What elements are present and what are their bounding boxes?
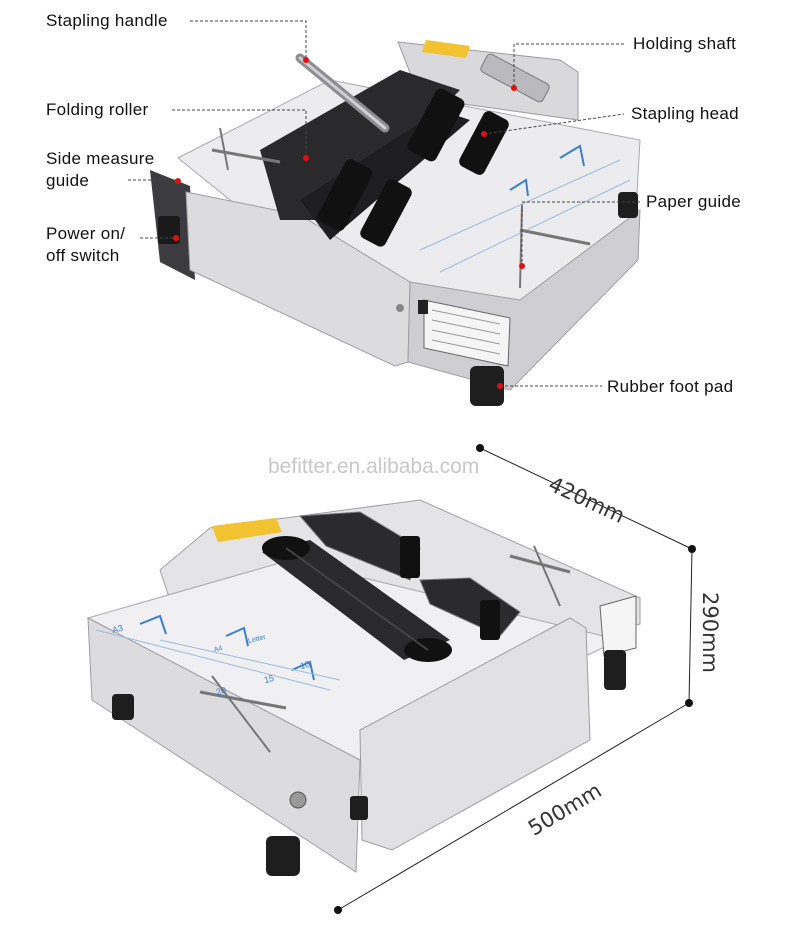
- bottom-machine: [86, 499, 641, 876]
- label-side-measure-guide-2: guide: [46, 171, 90, 190]
- dimension-height: 290mm: [698, 592, 722, 673]
- dimension-lines: [337, 447, 693, 911]
- label-power-switch-2: off switch: [46, 246, 120, 265]
- label-power-switch-1: Power on/: [46, 224, 126, 243]
- dimension-endpoints: [334, 444, 696, 914]
- label-paper-guide: Paper guide: [646, 192, 741, 211]
- top-machine: [150, 40, 641, 406]
- label-stapling-head: Stapling head: [631, 104, 739, 123]
- label-rubber-foot-pad: Rubber foot pad: [607, 377, 734, 396]
- label-holding-shaft: Holding shaft: [633, 34, 737, 53]
- watermark-text: befitter.en.alibaba.com: [268, 455, 480, 478]
- leader-lines: [128, 20, 640, 387]
- label-side-measure-guide-1: Side measure: [46, 149, 155, 168]
- callout-dots: [173, 57, 525, 389]
- label-folding-roller: Folding roller: [46, 100, 149, 119]
- label-stapling-handle: Stapling handle: [46, 11, 168, 30]
